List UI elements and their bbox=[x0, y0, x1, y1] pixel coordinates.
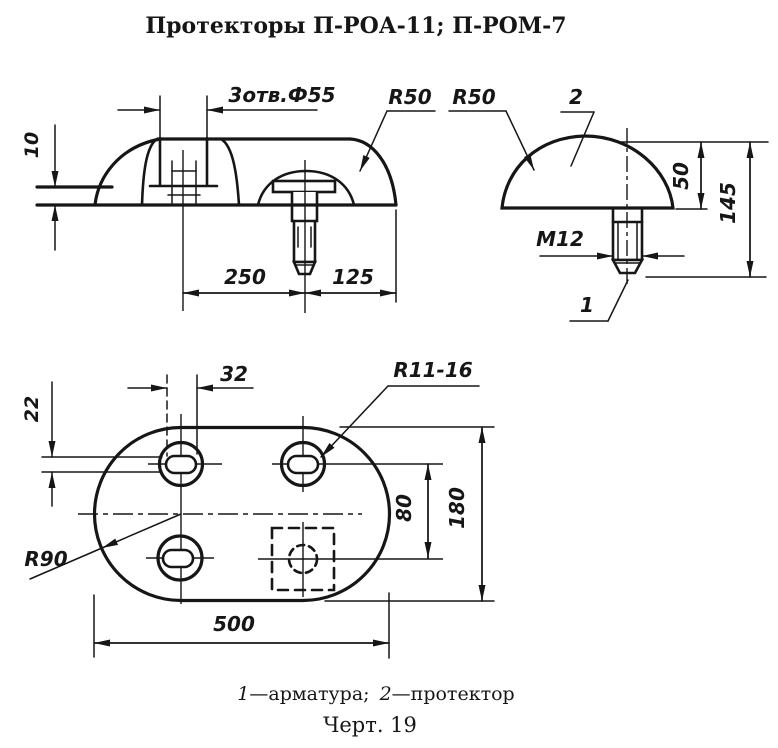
caption: 1—арматура; 2—протектор bbox=[237, 683, 514, 705]
bolt-position-square bbox=[270, 526, 336, 592]
caption-ref1-number: 1 bbox=[237, 683, 249, 705]
plate-length-label: 500 bbox=[213, 612, 255, 636]
hole-bottom-notch bbox=[168, 188, 200, 205]
caption-ref2-number: 2 bbox=[379, 683, 392, 705]
thread-size-label: M12 bbox=[536, 227, 584, 251]
figure-number: Черт. 19 bbox=[323, 713, 417, 737]
flange-thickness-label: 10 bbox=[21, 132, 43, 158]
protector-ref-label: 2 bbox=[569, 85, 583, 109]
side-bolt bbox=[610, 206, 645, 275]
armature-ref-label: 1 bbox=[580, 293, 594, 317]
bolt-position-circle bbox=[287, 543, 319, 575]
slot-bottom-left bbox=[161, 548, 195, 569]
caption-ref2-text: —протектор bbox=[392, 683, 515, 705]
plate-width-label: 180 bbox=[445, 487, 469, 529]
end-radius-label: R90 bbox=[24, 547, 67, 571]
section-radius-label: R50 bbox=[388, 85, 431, 109]
boss-top-right bbox=[279, 440, 327, 488]
drawing-title: Протекторы П-РОА-11; П-РОМ-7 bbox=[145, 13, 566, 39]
edge-offset-label: 125 bbox=[332, 265, 374, 289]
slot-length-label: 32 bbox=[220, 362, 248, 386]
slot-top-right bbox=[286, 454, 320, 475]
holes-note-label: 3отв.Ф55 bbox=[228, 83, 335, 107]
total-height-label: 145 bbox=[716, 182, 740, 224]
bolt-head-bar bbox=[271, 179, 337, 194]
section-dome-outline bbox=[35, 137, 398, 207]
section-view: 3отв.Ф55 10 R50 250 125 bbox=[21, 83, 436, 313]
hole-spacing-label: 250 bbox=[224, 265, 266, 289]
side-radius-label: R50 bbox=[452, 85, 495, 109]
row-spacing-label: 80 bbox=[392, 494, 416, 522]
side-view: R50 2 50 145 M12 1 bbox=[448, 85, 769, 322]
dome-height-label: 50 bbox=[669, 162, 693, 190]
plan-view: 32 R11-16 22 80 180 R90 500 bbox=[21, 358, 495, 659]
slot-radius-label: R11-16 bbox=[393, 358, 472, 382]
boss-top-left bbox=[157, 440, 205, 488]
boss-bottom-left bbox=[156, 534, 204, 582]
section-hatch-bolt-boss bbox=[256, 169, 356, 207]
side-dome-outline bbox=[500, 134, 675, 210]
caption-ref1-text: —арматура; bbox=[249, 683, 369, 705]
slot-width-label: 22 bbox=[21, 396, 43, 422]
slot-top-left bbox=[164, 454, 198, 475]
